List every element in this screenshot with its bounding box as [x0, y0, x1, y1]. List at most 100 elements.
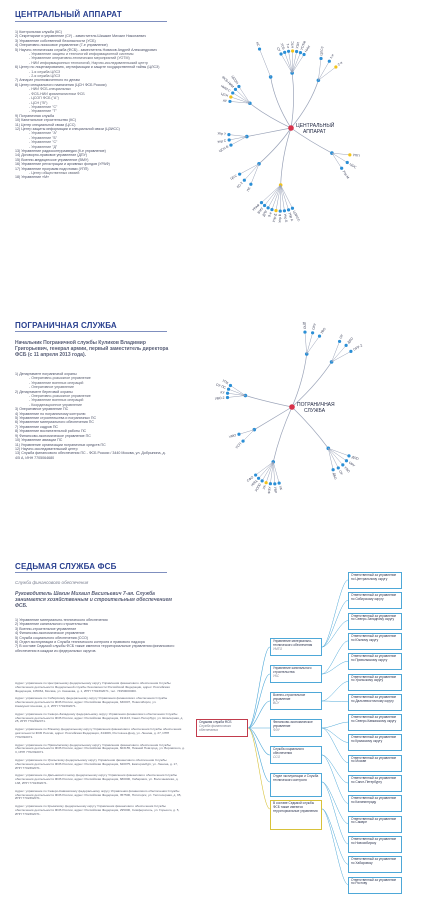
- central-leaf-label: Упр М: [342, 170, 350, 180]
- central-leaf-node: [327, 59, 331, 63]
- border-leaf-line: [261, 461, 274, 482]
- central-leaf-node: [270, 207, 274, 212]
- central-leaf-label: КС-2: [236, 181, 244, 189]
- central-leaf-line: [288, 51, 293, 74]
- box-title: Седьмая служба ФСБ: [199, 720, 232, 724]
- central-list-item: - ФСБ-НИИ криминалистики ФСБ: [29, 91, 85, 96]
- central-list-item: 6) Центр по лицензированию, сертификации…: [15, 65, 160, 70]
- border-list-item: 6) Управление материального обеспечения …: [15, 420, 94, 425]
- central-leaf-node: [295, 49, 299, 54]
- central-leaf-node: [279, 52, 283, 56]
- central-list-item: - Управление защиты и технологий информа…: [29, 52, 134, 57]
- central-leaf-line: [261, 184, 281, 203]
- central-section-title: ЦЕНТРАЛЬНЫЙ АППАРАТ: [15, 10, 122, 19]
- central-leaf-node: [262, 203, 267, 208]
- central-list-item: - НИИ ФСБ-специальных: [29, 87, 71, 92]
- central-leaf-label: 7-е: [285, 43, 290, 49]
- border-leaf-label: НИЦ: [250, 479, 258, 487]
- border-leaf-line: [328, 448, 334, 470]
- border-list-item: 2) Департамент береговой охраны: [15, 389, 73, 394]
- border-leaf-label: УПК: [222, 378, 230, 385]
- central-list-item: 2) Секретариат и управление (СУ) - замес…: [15, 34, 147, 39]
- central-leaf-node: [348, 153, 352, 157]
- central-leaf-line: [259, 48, 271, 77]
- central-leaf-label: Упр С: [217, 138, 227, 144]
- seventh-list: 1) Управление материально-технического о…: [15, 618, 180, 653]
- box-title: Отдел эксплуатации и Служба технического…: [273, 774, 319, 782]
- central-leaf-line: [280, 53, 293, 74]
- border-branch-line: [245, 395, 293, 408]
- seventh-section-title: СЕДЬМАЯ СЛУЖБА ФСБ: [15, 562, 117, 571]
- central-leaf-line: [244, 163, 260, 181]
- seventh-paragraphs: Адрес: управление по Центральному федера…: [0, 681, 190, 821]
- central-branch-line: [246, 127, 292, 137]
- border-leaf-line: [331, 341, 340, 363]
- box-subtitle: ССО: [273, 754, 281, 759]
- seventh-leaf-box: Ответственный за управление по Самаре: [348, 815, 402, 833]
- central-leaf-node: [291, 49, 295, 53]
- seventh-leaf-box: Ответственный за управление по Уральском…: [348, 673, 402, 691]
- border-leaf-node: [241, 439, 245, 443]
- border-leaf-line: [331, 345, 347, 363]
- border-leaf-line: [242, 429, 255, 442]
- central-leaf-line: [229, 101, 250, 104]
- box-subtitle: ФЭУ: [273, 727, 280, 732]
- border-leaf-label: ОРУ: [348, 461, 357, 469]
- box-title: Ответственный за управление по Ростову: [351, 877, 397, 886]
- central-branch-line: [290, 72, 294, 129]
- box-title: Управление капитального строительства: [273, 666, 312, 674]
- seventh-leaf-connector: [321, 700, 349, 703]
- border-leaf-label: УВО-2: [215, 396, 225, 401]
- border-list-item: 8) Управление воспитательной работы ПС: [15, 429, 87, 434]
- box-title: Ответственный за управление по Уральском…: [351, 674, 397, 683]
- central-leaf-label: ЦОС: [349, 162, 358, 170]
- central-list-item: - 1-я служба ЦЛСЗ: [29, 69, 61, 74]
- box-title: Ответственный за управление по Хабаровск…: [351, 857, 397, 865]
- central-leaf-node: [319, 56, 323, 61]
- central-leaf-node: [249, 182, 253, 186]
- central-list-item: 11) Центр специальной связи (ЦСС): [15, 122, 76, 127]
- central-list-item: 14) Договорно-правовое управление (ДПУ): [15, 153, 87, 158]
- border-leaf-node: [317, 334, 322, 338]
- border-list-item: - Оперативное управление: [29, 385, 75, 390]
- border-branch-line: [291, 353, 308, 408]
- border-leaf-line: [227, 393, 246, 396]
- central-leaf-label: ЦСН: [221, 92, 230, 98]
- central-leaf-label: ДПУ: [262, 209, 269, 218]
- central-leaf-node: [266, 206, 270, 210]
- central-leaf-node: [290, 206, 295, 210]
- border-leaf-label: ДПО: [351, 455, 360, 461]
- border-leaf-node: [237, 432, 241, 436]
- central-list-item: - Управление "А": [29, 131, 58, 136]
- seventh-leaf-box: Ответственный за управление по Москве: [348, 754, 402, 772]
- border-leaf-label: ОРУ-2: [353, 343, 364, 351]
- central-leaf-node: [231, 91, 235, 95]
- central-list-item: 10) Капитальное строительство (КС): [15, 118, 77, 123]
- seventh-leaf-box: Ответственный за управление по Южному ок…: [348, 632, 402, 650]
- border-branch-line: [272, 406, 293, 462]
- central-leaf-label: УОТМ: [300, 40, 307, 50]
- box-subtitle: УМТО: [273, 646, 283, 651]
- central-list-item: - Управление "С": [29, 140, 58, 145]
- seventh-leaf-box: Ответственный за управление по Северо-За…: [348, 612, 402, 630]
- box-title: Ответственный за управление по Сибирском…: [351, 593, 397, 602]
- seventh-paragraph: Адрес: управление по Уральскому федераль…: [15, 757, 178, 770]
- border-leaf-line: [272, 461, 276, 484]
- central-leaf-label: 2-я: [337, 60, 343, 66]
- box-title: Ответственный за управление по Самаре: [351, 816, 397, 825]
- border-leaf-line: [255, 461, 274, 476]
- central-leaf-node: [233, 87, 238, 91]
- border-leaf-label: ОРУ: [311, 322, 317, 330]
- box-title: Ответственный за управление по Калинингр…: [351, 796, 397, 805]
- border-leaf-line: [228, 388, 246, 396]
- central-list: 1) Контрольная служба (КС)2) Секретариат…: [15, 30, 165, 180]
- box-title: Ответственный за управление по Северо-Ка…: [351, 715, 397, 723]
- central-leaf-line: [264, 184, 281, 206]
- box-title: В составе Седьмой службы ФСБ также имеют…: [273, 801, 318, 813]
- border-list-item: 7) Управление кадров ПС: [15, 424, 59, 429]
- seventh-leaf-connector: [321, 808, 349, 865]
- border-leaf-label: ОУ: [338, 470, 344, 477]
- seventh-leaf-box: Ответственный за управление по Дальневос…: [348, 693, 402, 711]
